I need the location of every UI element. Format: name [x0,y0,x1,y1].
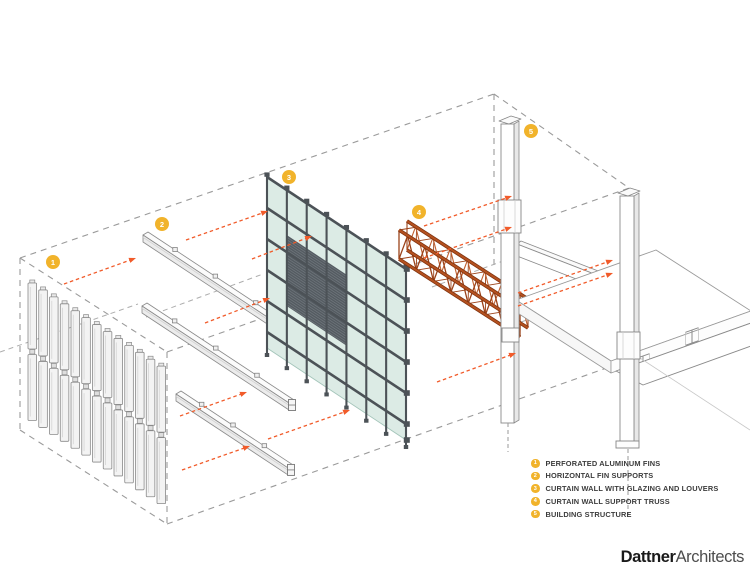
logo-text-bold: Dattner [620,548,676,566]
legend-item: 1 PERFORATED ALUMINUM FINS [531,459,718,468]
legend-item: 3 CURTAIN WALL WITH GLAZING AND LOUVERS [531,484,718,493]
legend-badge-5: 5 [531,509,540,519]
callout-marker-5: 5 [524,124,538,138]
callout-marker-3: 3 [282,170,296,184]
legend-item: 2 HORIZONTAL FIN SUPPORTS [531,471,718,481]
legend-badge-3: 3 [531,484,540,493]
legend-label-5: BUILDING STRUCTURE [545,509,632,519]
legend-badge-2: 2 [531,471,540,481]
dattner-architects-logo: DattnerArchitects [620,548,745,567]
legend-item: 5 BUILDING STRUCTURE [531,510,718,519]
explosion-arrows [63,195,613,471]
legend-badge-1: 1 [531,459,540,468]
logo-text-light: Architects [675,548,745,566]
legend-label-3: CURTAIN WALL WITH GLAZING AND LOUVERS [545,484,719,494]
callout-marker-2: 2 [155,217,169,231]
legend-label-4: CURTAIN WALL SUPPORT TRUSS [545,496,670,506]
perforated-aluminum-fins [27,279,167,505]
curtain-wall-with-glazing-and-louvers [264,172,410,450]
horizontal-fin-supports [141,231,296,476]
callout-marker-1: 1 [46,255,60,269]
building-structure [497,115,750,515]
legend-label-1: PERFORATED ALUMINUM FINS [545,458,661,468]
legend-label-2: HORIZONTAL FIN SUPPORTS [545,471,654,481]
legend-item: 4 CURTAIN WALL SUPPORT TRUSS [531,497,718,506]
legend-badge-4: 4 [531,497,540,506]
legend: 1 PERFORATED ALUMINUM FINS 2 HORIZONTAL … [531,459,718,519]
callout-marker-4: 4 [412,205,426,219]
